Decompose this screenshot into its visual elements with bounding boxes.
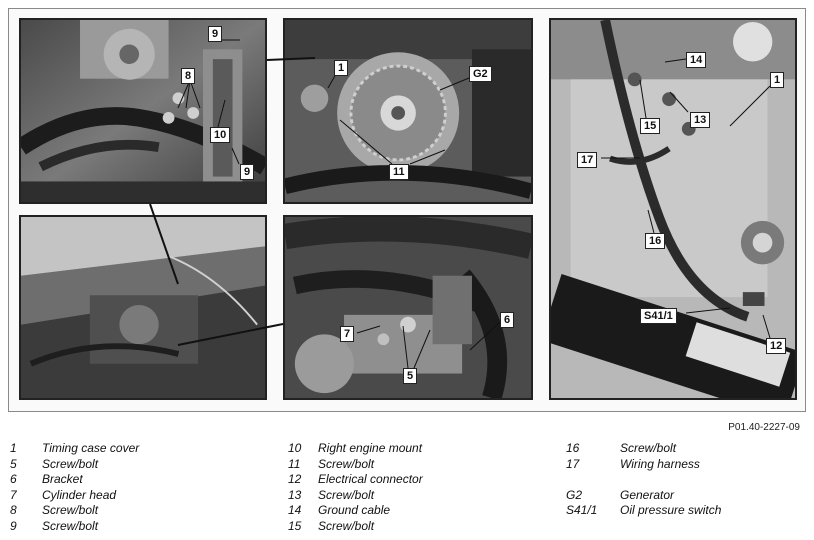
callout-S41-1: S41/1 <box>640 308 677 324</box>
legend-item: G2 Generator <box>566 488 721 504</box>
callout-8: 8 <box>181 68 196 84</box>
legend-number: 7 <box>10 487 17 502</box>
legend-column-3: 16 Screw/bolt 17 Wiring harness G2 Generato… <box>566 441 721 519</box>
callout-16: 16 <box>645 233 666 249</box>
legend-number: G2 <box>566 487 583 502</box>
legend-text: Screw/bolt <box>42 456 99 471</box>
legend-text: Screw/bolt <box>318 456 375 471</box>
legend-number: S41/1 <box>566 503 598 517</box>
callout-12: 12 <box>766 338 787 354</box>
callout-7: 7 <box>340 326 355 342</box>
legend-number: 17 <box>566 456 580 471</box>
callout-5: 5 <box>403 368 418 384</box>
callout-17: 17 <box>577 152 598 168</box>
callout-15: 15 <box>640 118 661 134</box>
figure-reference-code: P01.40-2227-09 <box>728 422 800 433</box>
legend-item: 14 Ground cable <box>288 503 423 519</box>
photo-oil-pressure-switch <box>549 18 797 400</box>
legend-text: Generator <box>620 487 675 502</box>
photo-engine-mount <box>19 18 267 204</box>
legend-text: Timing case cover <box>42 441 140 455</box>
legend-text: Oil pressure switch <box>620 503 722 517</box>
callout-G2: G2 <box>469 66 492 82</box>
legend-number: 5 <box>10 456 17 471</box>
legend-item: 1 Timing case cover <box>10 441 139 457</box>
callout-6: 6 <box>500 312 515 328</box>
legend-number: 9 <box>10 518 17 533</box>
legend-text: Screw/bolt <box>42 503 99 517</box>
legend-item: 15 Screw/bolt <box>288 519 423 535</box>
legend-item: 7 Cylinder head <box>10 488 139 504</box>
legend-number: 13 <box>288 487 302 502</box>
legend-item: 12 Electrical connector <box>288 472 423 488</box>
callout-11: 11 <box>389 164 409 180</box>
legend-item: 9 Screw/bolt <box>10 519 139 535</box>
callout-10: 10 <box>210 127 231 143</box>
legend-text: Electrical connector <box>318 472 423 486</box>
legend-item: 11 Screw/bolt <box>288 457 423 473</box>
legend-number: 8 <box>10 503 17 517</box>
legend-item: 5 Screw/bolt <box>10 457 139 473</box>
legend-text: Screw/bolt <box>42 518 99 533</box>
legend-text: Ground cable <box>318 503 391 517</box>
legend-number: 16 <box>566 441 580 455</box>
callout-9-bottom: 9 <box>240 164 255 180</box>
photo-engine-compartment-overview <box>19 215 267 400</box>
legend-item: 6 Bracket <box>10 472 139 488</box>
legend-item: 10 Right engine mount <box>288 441 423 457</box>
callout-1-oil: 1 <box>770 72 785 88</box>
callout-14: 14 <box>686 52 707 68</box>
legend-text: Screw/bolt <box>318 487 375 502</box>
legend-number: 15 <box>288 518 302 533</box>
legend-text: Right engine mount <box>318 441 423 455</box>
legend-item: 16 Screw/bolt <box>566 441 721 457</box>
callout-13: 13 <box>690 112 711 128</box>
callout-1-generator: 1 <box>334 60 349 76</box>
legend-item: S41/1 Oil pressure switch <box>566 503 721 519</box>
legend-text: Cylinder head <box>42 487 117 502</box>
legend-item: 8 Screw/bolt <box>10 503 139 519</box>
legend-text: Screw/bolt <box>318 518 375 533</box>
legend-number: 11 <box>288 456 301 471</box>
legend-number: 10 <box>288 441 302 455</box>
legend-text: Screw/bolt <box>620 441 677 455</box>
legend-number: 12 <box>288 472 302 486</box>
legend-number: 14 <box>288 503 302 517</box>
legend-spacer <box>566 472 721 488</box>
legend-item: 13 Screw/bolt <box>288 488 423 504</box>
legend-number: 6 <box>10 472 17 486</box>
callout-9-top: 9 <box>208 26 223 42</box>
photo-cylinder-head <box>283 215 533 400</box>
legend-text: Wiring harness <box>620 456 700 471</box>
legend-text: Bracket <box>42 472 83 486</box>
legend-number: 1 <box>10 441 17 455</box>
legend-item: 17 Wiring harness <box>566 457 721 473</box>
